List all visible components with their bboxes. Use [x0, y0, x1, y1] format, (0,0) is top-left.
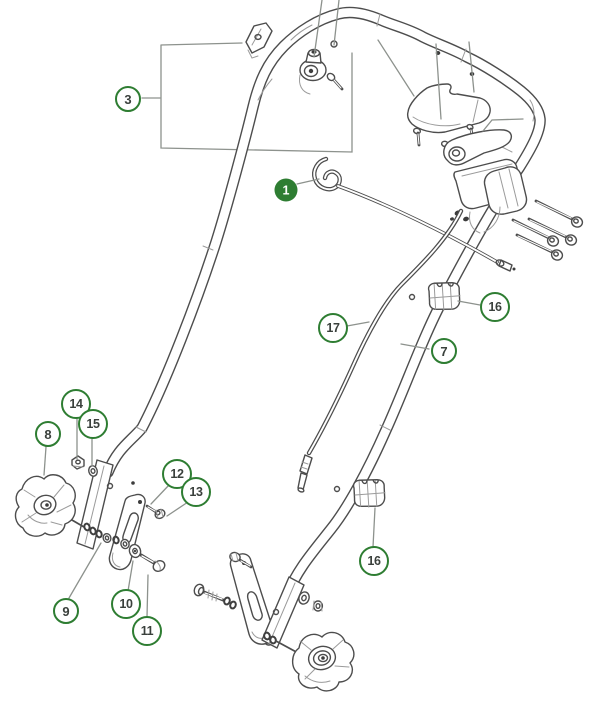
cable-clamp-bottom: [352, 479, 386, 508]
callout-15[interactable]: 15: [78, 409, 108, 439]
callout-16-bottom[interactable]: 16: [359, 546, 389, 576]
right-attachment: [193, 551, 355, 692]
callout-16-top[interactable]: 16: [480, 292, 510, 322]
callout-8[interactable]: 8: [35, 421, 61, 447]
handle-clamp-assembly: [245, 22, 344, 95]
callout-10[interactable]: 10: [111, 589, 141, 619]
mounting-screws: [511, 199, 584, 261]
callout-9[interactable]: 9: [53, 598, 79, 624]
callout-1[interactable]: 1: [274, 178, 298, 202]
callout-11[interactable]: 11: [132, 616, 162, 646]
handlebar-tube: [102, 6, 546, 646]
callout-7[interactable]: 7: [431, 338, 457, 364]
part3-bracket-box: [160, 42, 353, 153]
leader-lines: [43, 0, 524, 618]
callout-3[interactable]: 3: [115, 86, 141, 112]
control-cable: [297, 208, 464, 493]
callout-13[interactable]: 13: [181, 477, 211, 507]
cable-hook-rod: [312, 156, 516, 272]
throttle-housing: [443, 123, 528, 234]
cable-clamp-top: [427, 282, 461, 311]
left-attachment: [14, 455, 166, 572]
callout-17[interactable]: 17: [318, 313, 348, 343]
